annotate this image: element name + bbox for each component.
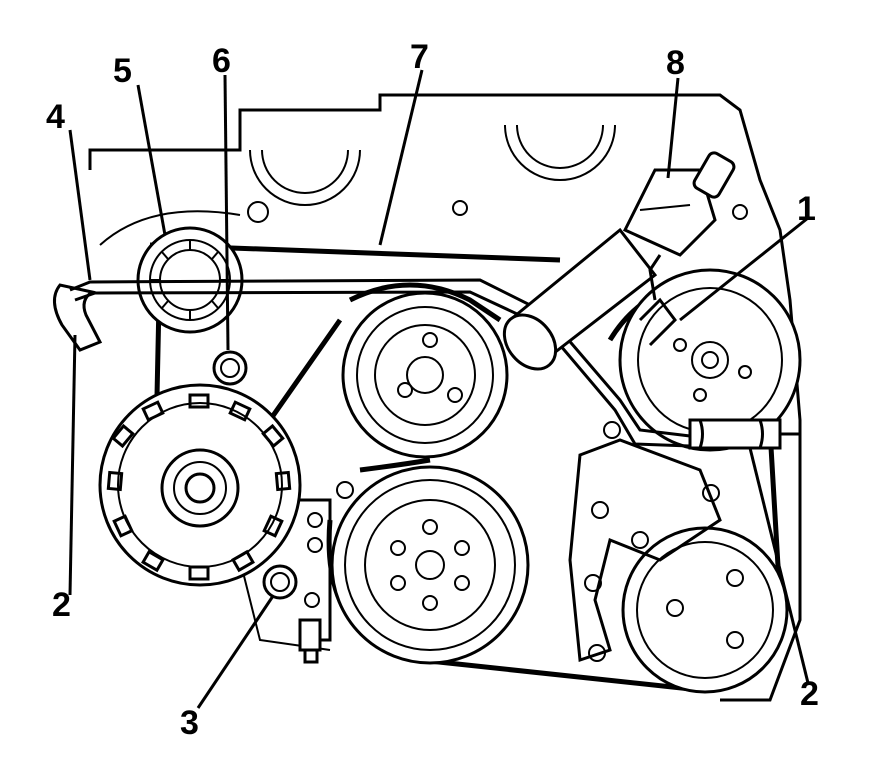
callout-1: 1 bbox=[797, 190, 816, 228]
callout-4: 4 bbox=[46, 98, 65, 136]
air-intake-duct bbox=[502, 227, 658, 371]
bracket-bolt bbox=[262, 564, 322, 664]
engine-block bbox=[88, 93, 802, 702]
bracket-arm bbox=[638, 254, 677, 347]
ac-compressor-pulley bbox=[621, 526, 789, 694]
generator bbox=[98, 383, 302, 587]
callout-2-left: 2 bbox=[52, 586, 71, 624]
sensor bbox=[622, 151, 736, 257]
callout-3: 3 bbox=[180, 704, 199, 742]
callout-6: 6 bbox=[212, 42, 231, 80]
callout-2-right: 2 bbox=[800, 675, 819, 713]
tensioner-bolt bbox=[212, 350, 248, 386]
mounting-bracket bbox=[300, 421, 722, 663]
callout-8: 8 bbox=[666, 44, 685, 82]
callout-labels: 1 2 2 3 4 5 6 7 8 bbox=[46, 38, 819, 742]
callout-5: 5 bbox=[113, 52, 132, 90]
power-steering-pulley bbox=[618, 268, 802, 452]
crankshaft-pulley bbox=[330, 465, 530, 665]
idler-pulley bbox=[341, 291, 509, 459]
pipe bbox=[69, 278, 800, 448]
hose-right bbox=[688, 418, 782, 450]
callout-7: 7 bbox=[410, 38, 429, 76]
leader-lines bbox=[68, 69, 810, 709]
